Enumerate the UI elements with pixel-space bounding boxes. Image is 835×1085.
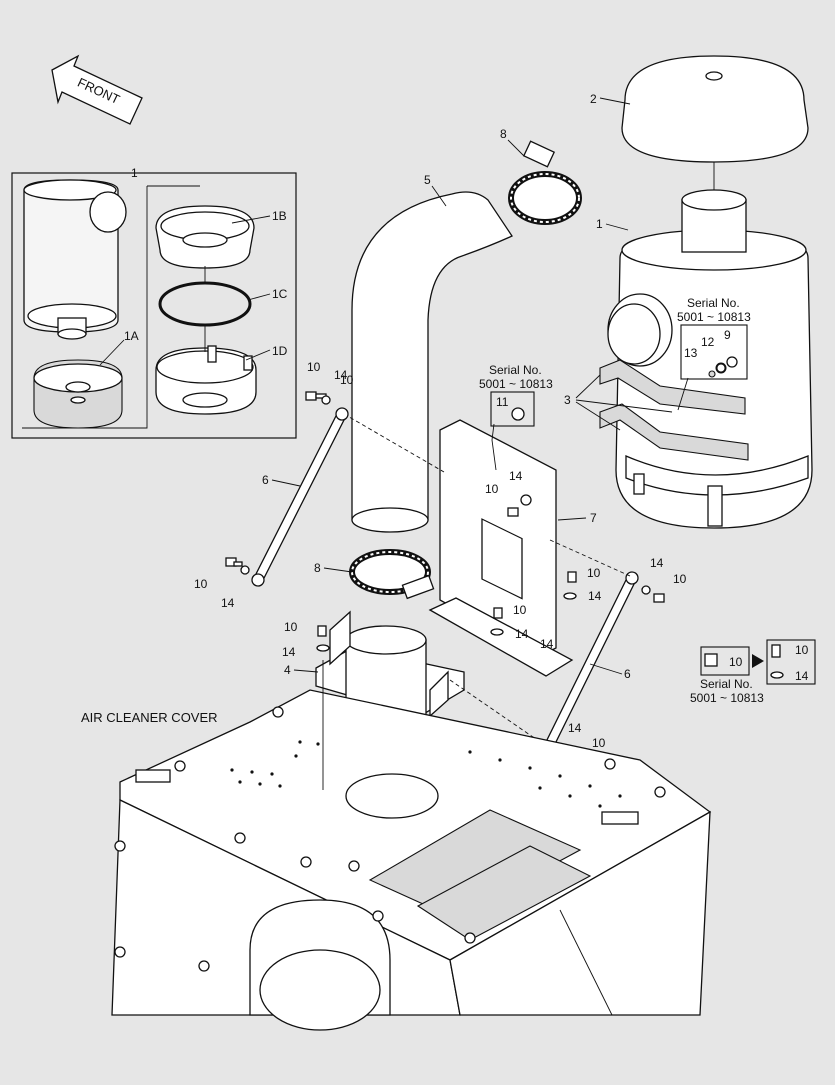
callout-6-right: 6 (624, 667, 631, 681)
callout-10-c: 10 (284, 620, 298, 634)
callout-14-e: 14 (588, 589, 602, 603)
callout-10-i: 10 (340, 373, 354, 387)
inset-dust-cap (155, 345, 257, 415)
serial-right-range: 5001 ~ 10813 (677, 310, 751, 324)
inset-gasket (158, 281, 252, 327)
callout-14-d: 14 (509, 469, 523, 483)
callout-1d: 1D (272, 344, 288, 358)
hose-clamp-top (508, 140, 582, 225)
callout-5: 5 (424, 173, 431, 187)
callout-1b: 1B (272, 209, 287, 223)
callout-10-a: 10 (307, 360, 321, 374)
serial-right-title: Serial No. (687, 296, 740, 310)
callout-14-g: 14 (650, 556, 664, 570)
callout-7: 7 (590, 511, 597, 525)
callout-12: 12 (701, 335, 715, 349)
legend-10-a: 10 (729, 655, 743, 669)
callout-1-inset: 1 (131, 166, 138, 180)
inset-housing (23, 179, 127, 340)
front-arrow: FRONT (51, 54, 143, 125)
callout-14-c: 14 (282, 645, 296, 659)
callout-8-top: 8 (500, 127, 507, 141)
intake-hose (351, 191, 513, 533)
callout-6-left: 6 (262, 473, 269, 487)
callout-14-a: 14 (334, 368, 348, 382)
callout-10-h: 10 (592, 736, 606, 750)
panel-holes (230, 740, 622, 808)
callout-1-main: 1 (596, 217, 603, 231)
callout-10-e: 10 (587, 566, 601, 580)
serial-center-range: 5001 ~ 10813 (479, 377, 553, 391)
callout-11: 11 (496, 395, 509, 409)
air-cleaner-cover-label: AIR CLEANER COVER (81, 710, 218, 725)
inset-cover (155, 205, 255, 269)
panel-bolts (114, 706, 666, 972)
callout-1a: 1A (124, 329, 139, 343)
callout-10-d: 10 (485, 482, 499, 496)
serial-legend-title: Serial No. (700, 677, 753, 691)
inset-filter-element (33, 359, 123, 429)
serial-legend-range: 5001 ~ 10813 (690, 691, 764, 705)
callout-4: 4 (284, 663, 291, 677)
callout-13: 13 (684, 346, 698, 360)
precleaner-cap (621, 55, 809, 163)
mounting-bracket (343, 413, 574, 677)
hose-clamp-lower (349, 549, 435, 600)
serial-center-title: Serial No. (489, 363, 542, 377)
serial-note-right: Serial No. 5001 ~ 10813 9 12 13 (677, 296, 751, 411)
callout-3: 3 (564, 393, 571, 407)
inset-box: 1 1B 1C 1D 1A (11, 166, 297, 439)
engine-cover-panel (111, 660, 712, 1031)
air-cleaner-assembly (599, 55, 813, 529)
serial-legend: 10 10 14 Serial No. 5001 ~ 10813 (690, 639, 816, 705)
callout-10-b: 10 (194, 577, 208, 591)
callout-14-i: 14 (540, 637, 554, 651)
legend-10-b: 10 (795, 643, 809, 657)
callout-14-h: 14 (568, 721, 582, 735)
callout-14-b: 14 (221, 596, 235, 610)
callout-8-low: 8 (314, 561, 321, 575)
fasteners (225, 391, 665, 765)
support-rods (251, 407, 639, 755)
legend-14: 14 (795, 669, 809, 683)
callout-1c: 1C (272, 287, 288, 301)
serial-note-center: Serial No. 5001 ~ 10813 11 (479, 363, 553, 427)
callout-2: 2 (590, 92, 597, 106)
callout-10-g: 10 (673, 572, 687, 586)
callout-10-f: 10 (513, 603, 527, 617)
callout-14-f: 14 (515, 627, 529, 641)
callout-9: 9 (724, 328, 731, 342)
